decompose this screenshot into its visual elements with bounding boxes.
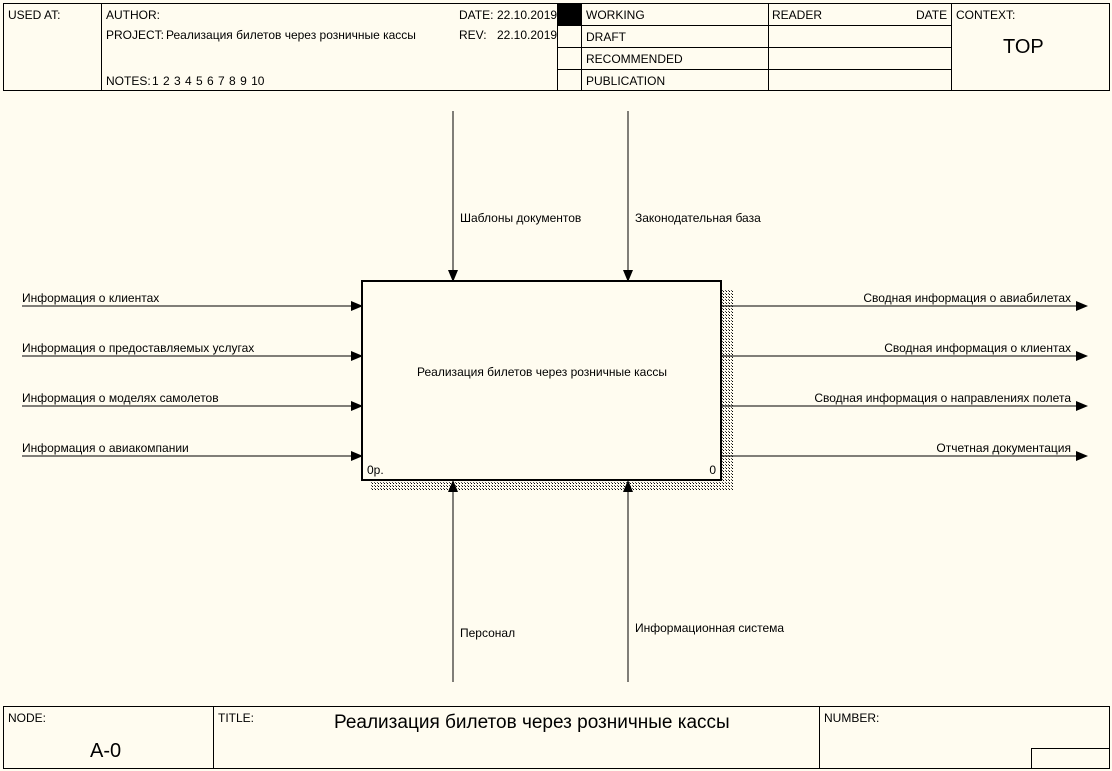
output-label-4: Отчетная документация	[936, 441, 1071, 455]
activity-box[interactable]	[361, 280, 722, 481]
node-label: NODE:	[8, 711, 47, 725]
project-value: Реализация билетов через розничные кассы	[166, 28, 416, 42]
mechanism-label-1: Персонал	[460, 626, 515, 640]
footer-frame: NODE: A-0 TITLE: Реализация билетов чере…	[3, 706, 1110, 769]
used-at-label: USED AT:	[8, 8, 61, 22]
project-label: PROJECT:	[106, 28, 165, 42]
control-label-2: Законодательная база	[635, 211, 761, 225]
box-shadow-bottom	[371, 481, 733, 490]
activity-cost: 0р.	[367, 463, 384, 477]
node-value: A-0	[90, 740, 122, 762]
header-frame: USED AT: AUTHOR: PROJECT: Реализация бил…	[3, 3, 1110, 91]
title-label: TITLE:	[218, 711, 255, 725]
activity-number: 0	[709, 463, 716, 477]
date-value: 22.10.2019	[497, 8, 558, 22]
output-label-3: Сводная информация о направлениях полета	[814, 391, 1071, 405]
date-label: DATE:	[459, 8, 494, 22]
number-label: NUMBER:	[824, 711, 880, 725]
activity-name: Реализация билетов через розничные кассы	[417, 365, 667, 379]
rev-label: REV:	[459, 28, 487, 42]
notes-label: NOTES:	[106, 74, 151, 88]
input-label-2: Информация о предоставляемых услугах	[22, 341, 254, 355]
mechanism-label-2: Информационная система	[635, 621, 784, 635]
title-value: Реализация билетов через розничные кассы	[334, 712, 730, 733]
input-label-1: Информация о клиентах	[22, 291, 159, 305]
working-indicator	[558, 4, 581, 25]
context-label: CONTEXT:	[956, 8, 1016, 22]
rev-value: 22.10.2019	[497, 28, 558, 42]
status-draft: DRAFT	[586, 30, 626, 44]
context-value: TOP	[1003, 36, 1044, 58]
output-label-1: Сводная информация о авиабилетах	[863, 291, 1071, 305]
author-label: AUTHOR:	[106, 8, 160, 22]
box-shadow-right	[722, 290, 733, 489]
footer-corner-box	[1031, 748, 1109, 768]
input-label-4: Информация о авиакомпании	[22, 441, 189, 455]
input-label-3: Информация о моделях самолетов	[22, 391, 219, 405]
reader-label: READER	[772, 8, 823, 22]
control-label-1: Шаблоны документов	[460, 211, 581, 225]
reader-date-label: DATE	[916, 8, 948, 22]
status-recommended: RECOMMENDED	[586, 52, 683, 66]
status-working: WORKING	[586, 8, 645, 22]
notes-value: 1 2 3 4 5 6 7 8 9 10	[152, 74, 265, 88]
status-publication: PUBLICATION	[586, 74, 666, 88]
output-label-2: Сводная информация о клиентах	[884, 341, 1071, 355]
